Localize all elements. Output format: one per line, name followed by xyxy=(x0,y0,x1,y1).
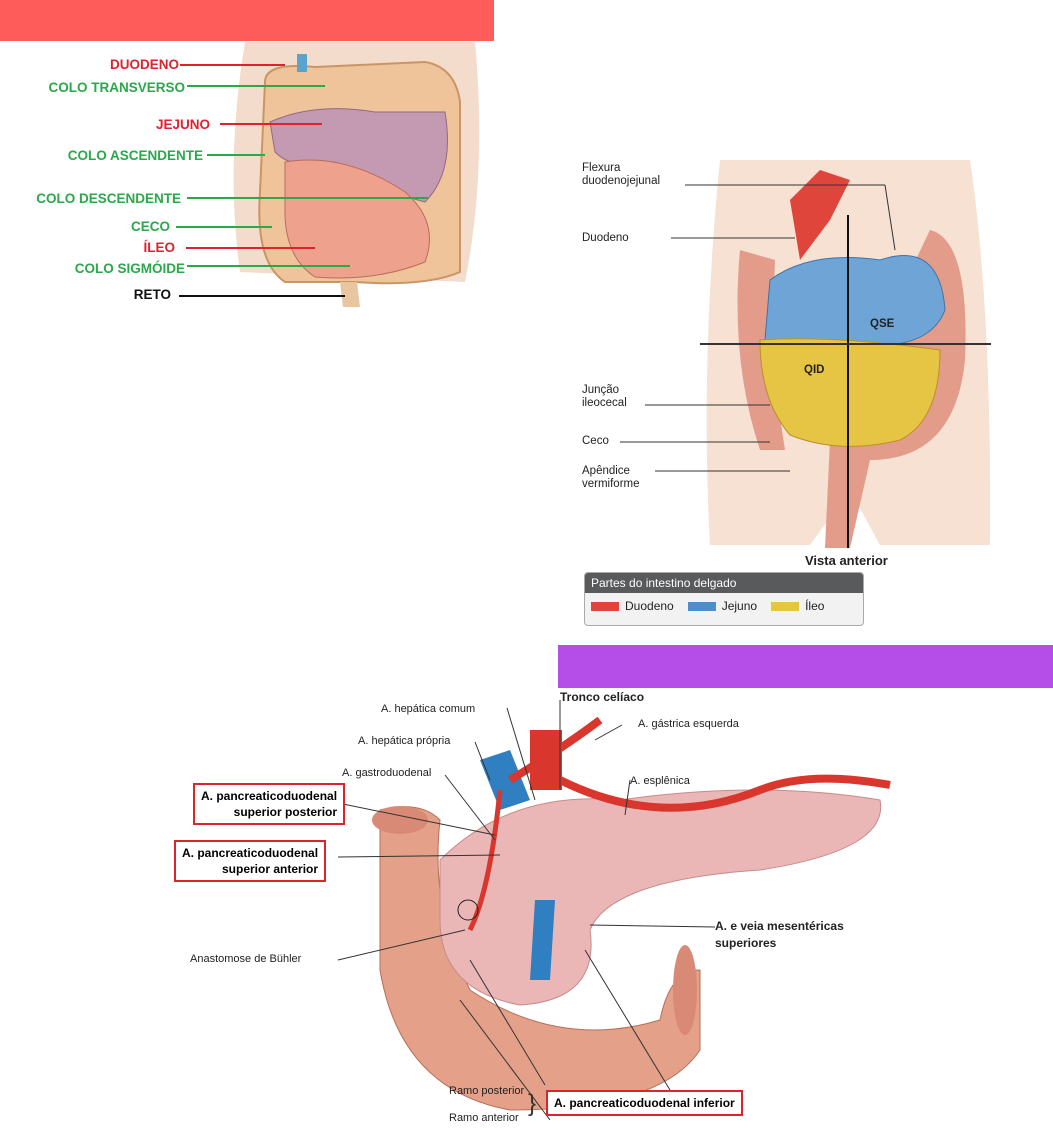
label-vista-anterior: Vista anterior xyxy=(805,553,888,568)
legend: Partes do intestino delgado Duodeno Jeju… xyxy=(584,572,864,626)
label-reto: RETO xyxy=(133,287,171,302)
label-pd-superior-anterior: A. pancreaticoduodenal superior anterior xyxy=(174,840,327,882)
label-ceco-2: Ceco xyxy=(582,435,609,447)
label-pd-superior-posterior: A. pancreaticoduodenal superior posterio… xyxy=(193,783,346,825)
figure2-lines xyxy=(620,184,991,472)
label-anastomose-buhler: Anastomose de Bühler xyxy=(190,953,302,965)
label-hepatica-propria: A. hepática própria xyxy=(358,735,451,747)
label-mesent-line2: superiores xyxy=(715,936,777,950)
intestine-illustration xyxy=(233,42,480,307)
label-ileo: ÍLEO xyxy=(143,240,175,255)
label-sup-ant-line2: superior anterior xyxy=(222,862,319,876)
label-colo-transverso: COLO TRANSVERSO xyxy=(48,80,185,95)
legend-title: Partes do intestino delgado xyxy=(585,573,863,593)
legend-swatch-ileo xyxy=(771,601,800,611)
label-sup-post-line2: superior posterior xyxy=(233,805,338,819)
label-mesentericas: A. e veia mesentéricas superiores xyxy=(715,918,844,952)
legend-swatch-jejuno xyxy=(687,601,716,611)
label-tronco-celiaco: Tronco celíaco xyxy=(560,690,645,704)
label-mesent-line1: A. e veia mesentéricas xyxy=(715,919,844,933)
figure1-leader-lines xyxy=(176,64,428,297)
label-ramo-anterior: Ramo anterior xyxy=(449,1112,519,1124)
legend-item-duodeno: Duodeno xyxy=(625,599,674,613)
label-colo-descendente: COLO DESCENDENTE xyxy=(36,191,181,206)
label-sup-ant-line1: A. pancreaticoduodenal xyxy=(182,846,319,860)
figure3-lines xyxy=(337,700,716,1121)
label-apendice: Apêndice vermiforme xyxy=(582,465,640,490)
label-ceco: CECO xyxy=(130,219,170,234)
label-ramo-posterior: Ramo posterior xyxy=(449,1085,525,1097)
label-qse: QSE xyxy=(870,318,895,330)
bracket: } xyxy=(528,1090,537,1117)
label-juncao-ileocecal: Junção ileocecal xyxy=(582,384,627,409)
label-esplenica: A. esplênica xyxy=(630,775,690,787)
small-intestine-illustration xyxy=(706,160,991,548)
label-colo-sigmoide: COLO SIGMÓIDE xyxy=(74,261,185,276)
label-duodeno-2: Duodeno xyxy=(582,232,629,244)
label-duodeno: DUODENO xyxy=(109,57,179,72)
label-flexura: Flexura duodenojejunal xyxy=(582,162,661,187)
label-gastrica-esquerda: A. gástrica esquerda xyxy=(638,718,739,730)
legend-item-ileo: Íleo xyxy=(805,599,825,613)
legend-item-jejuno: Jejuno xyxy=(721,599,758,613)
label-qid: QID xyxy=(804,364,825,376)
label-pd-inferior: A. pancreaticoduodenal inferior xyxy=(546,1090,743,1116)
label-colo-ascendente: COLO ASCENDENTE xyxy=(67,148,203,163)
label-hepatica-comum: A. hepática comum xyxy=(381,703,476,715)
legend-swatch-duodeno xyxy=(591,601,619,611)
section-header-bar-red xyxy=(0,0,494,41)
label-sup-post-line1: A. pancreaticoduodenal xyxy=(201,789,338,803)
label-jejuno: JEJUNO xyxy=(155,117,210,132)
label-gastroduodenal: A. gastroduodenal xyxy=(342,767,432,779)
pancreas-duodenum-illustration xyxy=(372,716,891,1111)
section-header-bar-purple xyxy=(558,645,1053,688)
